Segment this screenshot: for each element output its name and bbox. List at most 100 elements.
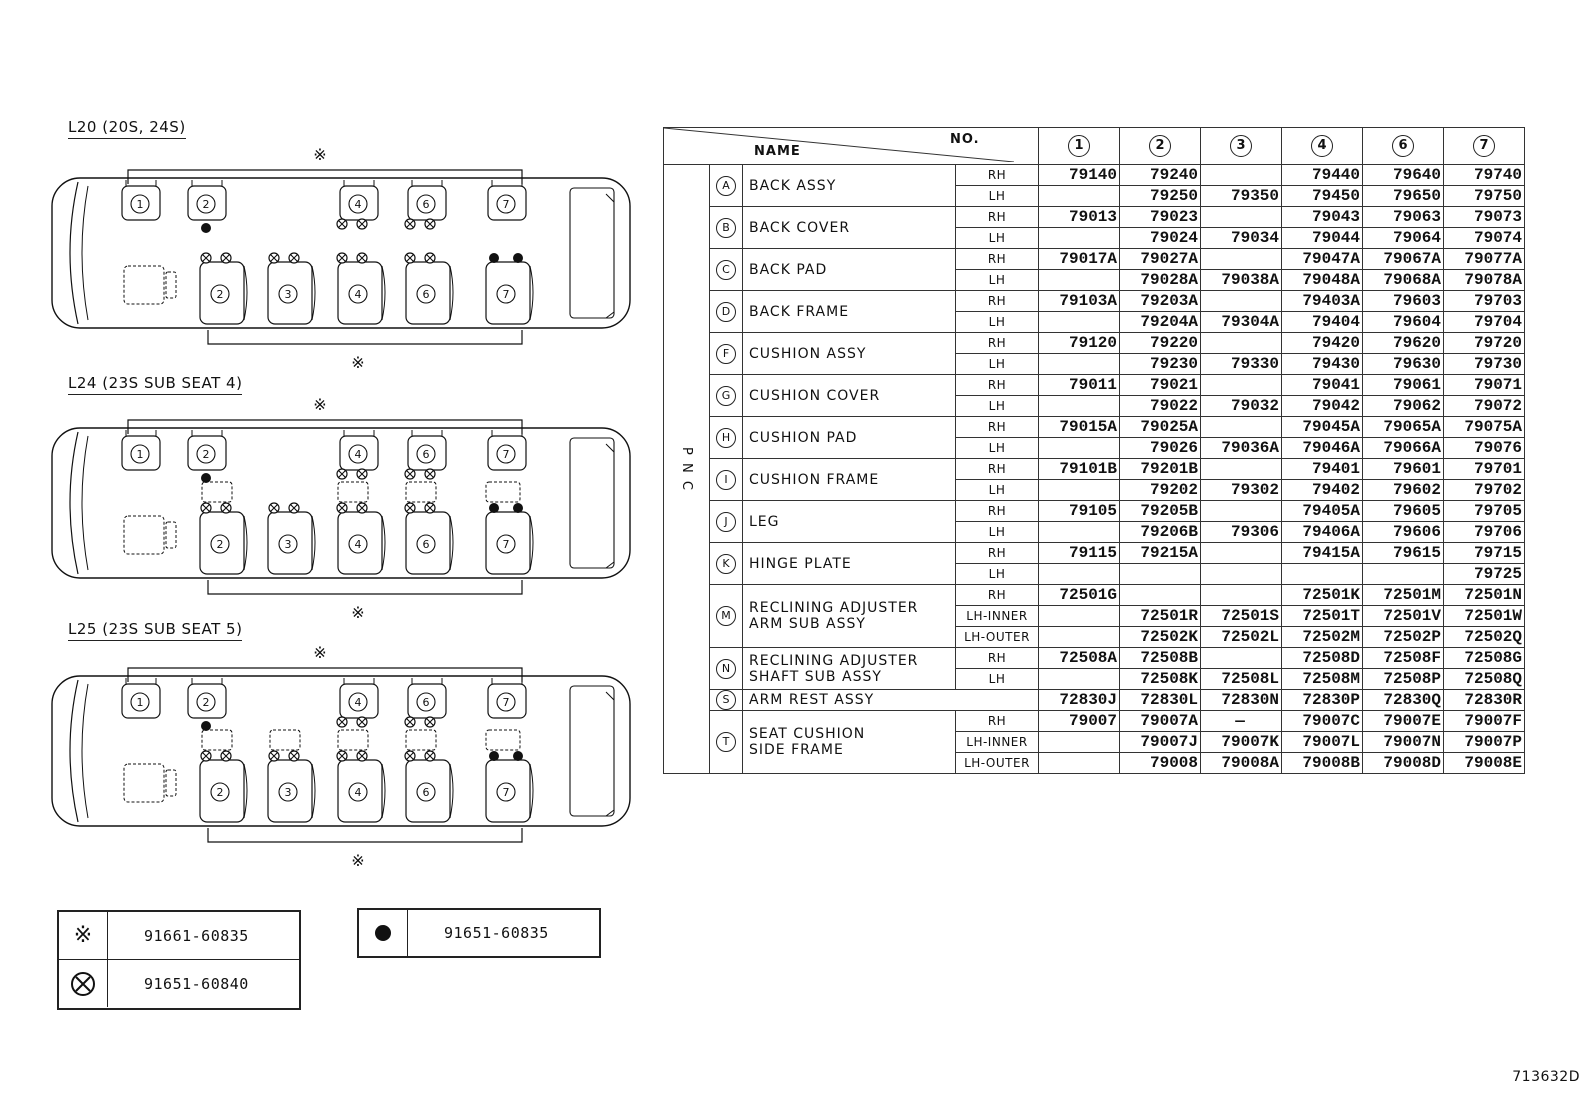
sub-seat-folded [337,481,369,503]
front-seat-mount [125,180,157,186]
cross-mark [338,254,346,262]
cross-mark [426,718,434,726]
part-letter-g: G [709,374,743,417]
cross-mark [202,504,210,512]
rear-bench-back [605,193,615,319]
seat-number-circle [278,284,298,304]
part-number-cell: 79650 [1362,185,1444,207]
part-number-cell [1281,563,1363,585]
rear-seat-number: 7 [503,538,510,551]
dot-icon [489,503,499,513]
cross-mark [338,718,346,726]
part-number-cell: 79072 [1443,395,1525,417]
part-number-cell: 79042 [1281,395,1363,417]
part-letter-d: D [709,290,743,333]
seat-number-circle [210,534,230,554]
cross-mark [358,470,366,478]
sub-seat-folded [269,729,301,751]
cross-mark [338,752,346,760]
part-number-cell: 79203A [1119,290,1201,312]
dot-icon [513,253,523,263]
dot-icon [489,751,499,761]
front-seat [487,683,527,719]
part-number-cell: 79066A [1362,437,1444,459]
legend-code-asterisk: 91661-60835 [144,926,249,945]
part-number-cell: 72501K [1281,584,1363,606]
side-label: RH [955,710,1039,732]
part-letter-a: A [709,164,743,207]
rear-seat-back [449,265,454,321]
cross-mark [338,504,346,512]
part-number-cell: 79430 [1281,353,1363,375]
part-name-line: ARM SUB ASSY [749,616,866,632]
front-seat-number: 1 [137,448,144,461]
front-seat-number: 4 [355,696,362,709]
dot-icon [201,223,211,233]
front-seat-number: 2 [203,198,210,211]
rear-bench-back [605,443,615,569]
windshield-inner [81,435,89,571]
side-label: RH [955,584,1039,606]
part-number-cell: 79008E [1443,752,1525,774]
asterisk-icon: ※ [351,851,364,870]
cross-mark [358,752,366,760]
front-seat-mount [411,430,443,436]
part-letter-m: M [709,584,743,648]
column-header-6: 6 [1362,127,1444,165]
part-number-cell: 72508K [1119,668,1201,690]
rear-seat-number: 6 [423,288,430,301]
part-number-cell: 79007A [1119,710,1201,732]
part-number-cell: 72501V [1362,605,1444,627]
part-number-cell: 79068A [1362,269,1444,291]
part-number-cell: 79008D [1362,752,1444,774]
dot-icon [201,721,211,731]
driver-seat-back [165,271,177,299]
part-number-cell: 79021 [1119,374,1201,396]
part-name: CUSHION COVER [742,374,956,417]
part-number-cell: 72508P [1362,668,1444,690]
front-seat-number: 6 [423,198,430,211]
part-number-cell: 79606 [1362,521,1444,543]
legend-box-right: 91651-60835 [357,908,601,958]
part-name-line: SHAFT SUB ASSY [749,668,882,685]
part-number-cell: 79071 [1443,374,1525,396]
part-number-cell: 79011 [1038,374,1120,396]
part-number-cell: 79120 [1038,332,1120,354]
rear-bench-back [605,691,615,817]
side-label: LH-INNER [955,605,1039,627]
side-label: LH [955,479,1039,501]
seat-number-circle [210,284,230,304]
legend-code-cross: 91651-60840 [144,974,249,993]
part-number-cell: 79215A [1119,542,1201,564]
part-number-cell [1038,668,1120,690]
front-seat-number: 1 [137,696,144,709]
part-number-cell [1200,290,1282,312]
side-label: RH [955,332,1039,354]
part-number-cell: 72501R [1119,605,1201,627]
side-label: RH [955,416,1039,438]
rear-seat-number: 2 [217,538,224,551]
no-header: NO. [950,132,980,147]
part-number-cell [1038,353,1120,375]
part-name-line: HINGE PLATE [749,555,852,572]
part-number-cell: 79615 [1362,542,1444,564]
front-seat-number: 7 [503,198,510,211]
rear-seat-back [381,515,386,571]
rear-bench [569,187,615,319]
rear-seat [199,759,245,823]
part-number-cell: 79075A [1443,416,1525,438]
part-number-cell: 79725 [1443,563,1525,585]
asterisk-icon: ※ [59,912,108,959]
part-name-line: BACK PAD [749,261,828,278]
rear-seat-number: 3 [285,288,292,301]
driver-seat [123,763,165,803]
side-label: LH [955,185,1039,207]
dot-icon [513,751,523,761]
part-number-cell: 79065A [1362,416,1444,438]
windshield-inner [81,683,89,819]
part-number-cell: 72830N [1200,689,1282,711]
cross-mark [406,470,414,478]
